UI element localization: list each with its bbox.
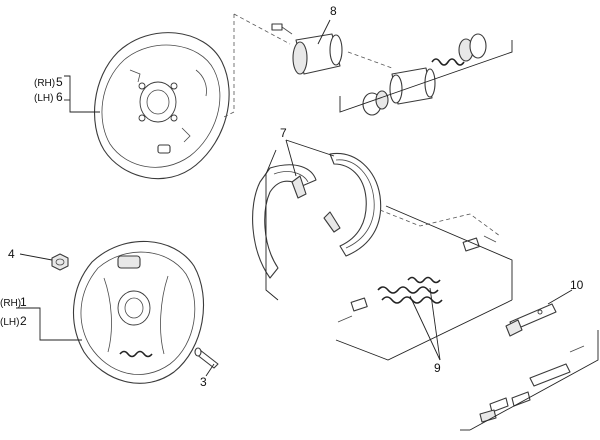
label-lh-bottom: (LH) xyxy=(0,317,19,328)
label-rh-top: (RH) xyxy=(34,78,55,89)
brake-assembly xyxy=(72,240,205,384)
adjuster-assembly xyxy=(479,303,585,423)
label-lh-top: (LH) xyxy=(34,93,53,104)
group-frames xyxy=(221,13,599,431)
pin xyxy=(194,347,219,369)
callout-1: 1 xyxy=(20,295,27,309)
callout-8: 8 xyxy=(330,4,337,18)
backing-plate xyxy=(94,32,230,180)
label-rh-bottom: (RH) xyxy=(0,298,21,309)
callout-9: 9 xyxy=(434,361,441,375)
callout-2: 2 xyxy=(20,314,27,328)
wheel-cylinder-assembly xyxy=(271,23,487,116)
callout-leaders xyxy=(16,19,573,377)
nut xyxy=(51,253,69,271)
callout-7: 7 xyxy=(280,126,287,140)
callout-4: 4 xyxy=(8,247,15,261)
brake-shoes xyxy=(252,152,382,279)
callouts: 8 (RH) 5 (LH) 6 7 4 (RH) 1 (LH) 2 3 9 10 xyxy=(0,4,584,389)
callout-6: 6 xyxy=(56,90,63,104)
callout-5: 5 xyxy=(56,75,63,89)
callout-3: 3 xyxy=(200,375,207,389)
callout-10: 10 xyxy=(570,278,584,292)
